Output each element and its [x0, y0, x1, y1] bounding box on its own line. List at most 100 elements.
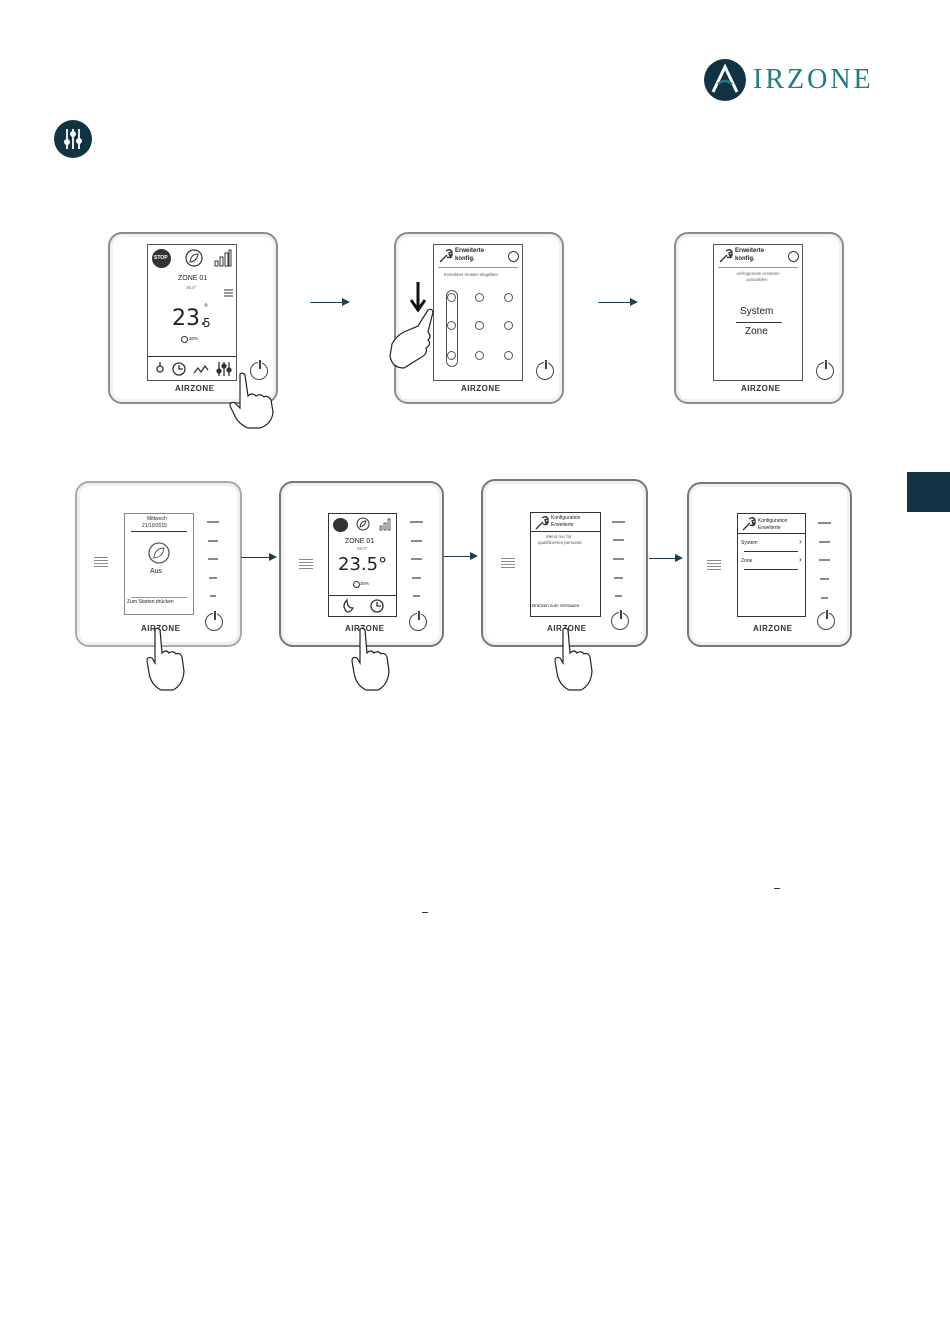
eco-leaf-icon	[148, 542, 170, 564]
pointing-hand-icon	[351, 627, 390, 691]
zone-label: ZONE 01	[345, 538, 375, 545]
menu-note: Anfrageseite ersetzen	[736, 271, 780, 276]
start-hint: Zum Starten drücken	[127, 599, 174, 605]
pattern-dot[interactable]	[447, 293, 456, 302]
device-brand: AIRZONE	[175, 384, 215, 393]
thermostat-advanced-menu: Konfiguration Erweiterte System › Zone ›…	[687, 482, 852, 647]
menu-note: Menü nur für	[546, 534, 572, 539]
menu-note-line2: auswählen	[746, 277, 768, 282]
power-icon[interactable]	[816, 359, 834, 380]
zone-label: ZONE 01	[178, 275, 208, 282]
pattern-dot[interactable]	[504, 293, 513, 302]
arrow-down-icon	[410, 282, 426, 312]
led-bar	[613, 558, 624, 560]
advanced-info-screen: Konfiguration Erweiterte Menü nur für qu…	[530, 512, 601, 617]
current-temperature: 23.	[172, 306, 207, 331]
temperature-decimal: 5	[203, 316, 211, 330]
led-bar	[411, 540, 422, 542]
pattern-dot[interactable]	[447, 321, 456, 330]
section-tab	[907, 472, 950, 512]
wrench-icon	[742, 517, 756, 531]
pattern-dot[interactable]	[475, 293, 484, 302]
fan-speed-icon	[224, 289, 233, 297]
power-icon[interactable]	[536, 359, 554, 380]
led-bar	[614, 577, 623, 579]
stop-icon[interactable]: STOP	[152, 249, 171, 268]
home-screen-2: ZONE 01 26.0° 23.5° 30%	[328, 513, 397, 617]
stop-icon[interactable]	[333, 518, 348, 532]
advanced-menu-screen: Konfiguration Erweiterte System › Zone ›	[737, 513, 806, 617]
power-icon[interactable]	[817, 609, 835, 630]
menu-select-screen: Erweiterte konfig. Anfrageseite ersetzen…	[713, 244, 803, 381]
wrench-icon	[535, 516, 549, 530]
menu-option-system[interactable]: System	[741, 540, 758, 546]
led-bar	[613, 539, 624, 541]
power-icon[interactable]	[611, 609, 629, 630]
humidity-icon	[181, 336, 188, 343]
device-brand: AIRZONE	[461, 384, 501, 393]
mode-label: Aus	[150, 568, 163, 575]
footnote-mark	[774, 888, 780, 889]
zone-subtitle: 26.0°	[357, 546, 368, 551]
power-icon[interactable]	[205, 610, 223, 631]
eco-leaf-icon[interactable]	[185, 249, 203, 267]
chevron-right-icon: ›	[799, 537, 802, 546]
led-bar	[207, 521, 219, 523]
thermostat-pattern: Erweiterte konfig. Korrektes muster eing…	[394, 232, 564, 404]
close-icon[interactable]	[788, 251, 799, 262]
pointing-hand-icon	[554, 627, 593, 691]
signal-bars-icon	[379, 518, 391, 531]
menu-option-system[interactable]: System	[740, 306, 774, 317]
led-bar	[819, 559, 830, 561]
device-brand: AIRZONE	[141, 624, 181, 633]
screen-title: Erweiterte	[735, 248, 765, 254]
humidity-icon	[353, 581, 360, 588]
eco-leaf-icon[interactable]	[356, 517, 370, 531]
screen-title: Konfiguration	[758, 518, 788, 524]
pointing-hand-icon	[229, 372, 274, 429]
airzone-logo-icon	[704, 59, 746, 101]
menu-option-zone[interactable]: Zone	[741, 558, 753, 564]
device-brand: AIRZONE	[345, 624, 385, 633]
stop-label: STOP	[154, 255, 168, 261]
led-bar	[208, 558, 218, 560]
pattern-dot[interactable]	[504, 351, 513, 360]
device-brand: AIRZONE	[753, 624, 793, 633]
airzone-logo: IRZONE	[703, 56, 873, 104]
screen-title-line2: Erweiterte	[551, 522, 574, 528]
pattern-instruction: Korrektes muster eingeben	[444, 272, 499, 277]
led-bar	[612, 521, 625, 523]
pattern-trace	[446, 290, 458, 367]
led-bar	[820, 578, 829, 580]
bottom-menu-icons	[343, 598, 384, 613]
power-icon[interactable]	[409, 610, 427, 631]
power-icon[interactable]	[250, 359, 268, 380]
off-screen: Mittwoch 21/10/2015 Aus Zum Starten drüc…	[124, 513, 194, 615]
signal-bars-icon	[214, 249, 232, 267]
footnote-mark	[422, 912, 428, 913]
screen-title-line2: konfig.	[455, 256, 475, 262]
pattern-dot[interactable]	[447, 351, 456, 360]
led-bar	[413, 595, 420, 597]
led-bar	[208, 540, 218, 542]
thermostat-home: STOP ZONE 01 26.0° 23. 5 ° 30%	[108, 232, 278, 404]
screen-title-line2: konfig.	[735, 256, 755, 262]
humidity-value: 30%	[189, 336, 199, 341]
menu-option-zone[interactable]: Zone	[745, 326, 768, 337]
screen-title-line2: Erweiterte	[758, 525, 781, 531]
zone-subtitle: 26.0°	[186, 285, 197, 290]
bottom-menu-icons	[156, 362, 232, 376]
sliders-icon	[54, 120, 92, 158]
close-icon[interactable]	[508, 251, 519, 262]
led-bar	[411, 558, 422, 560]
led-bar	[819, 541, 830, 543]
led-grid	[707, 560, 721, 570]
current-temperature: 23.5°	[338, 554, 388, 575]
led-bar	[412, 577, 421, 579]
thermostat-advanced-info: Konfiguration Erweiterte Menü nur für qu…	[481, 479, 648, 647]
weekday-label: Mittwoch	[147, 516, 167, 522]
pattern-dot[interactable]	[475, 321, 484, 330]
pattern-dot[interactable]	[504, 321, 513, 330]
pattern-dot[interactable]	[475, 351, 484, 360]
pattern-screen: Erweiterte konfig. Korrektes muster eing…	[433, 244, 523, 381]
